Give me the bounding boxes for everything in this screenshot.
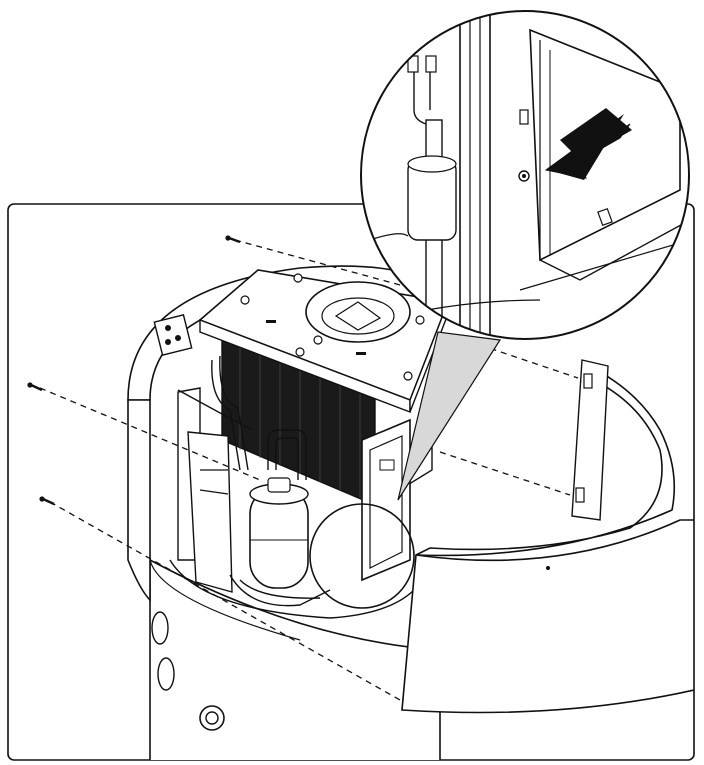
screw-icon — [27, 382, 43, 392]
top-mounting-plate — [198, 269, 450, 414]
callout-wedge — [397, 331, 502, 501]
screw-icon — [39, 496, 55, 506]
refrigerant-pipes — [177, 355, 331, 607]
terminal-box — [153, 314, 193, 356]
shell-edge-strip — [571, 359, 609, 521]
control-panel — [361, 418, 411, 582]
tank-fitting-lower — [157, 657, 175, 691]
rear-housing-shell — [127, 265, 451, 602]
screw-guide-lines — [39, 239, 579, 701]
compressor — [249, 477, 309, 589]
detail-circle — [309, 503, 415, 609]
left-bracket — [177, 387, 233, 593]
front-housing-shell — [401, 359, 694, 714]
screw-icon — [225, 235, 241, 244]
magnified-view — [360, 10, 690, 340]
tank-fitting-upper — [151, 611, 169, 645]
